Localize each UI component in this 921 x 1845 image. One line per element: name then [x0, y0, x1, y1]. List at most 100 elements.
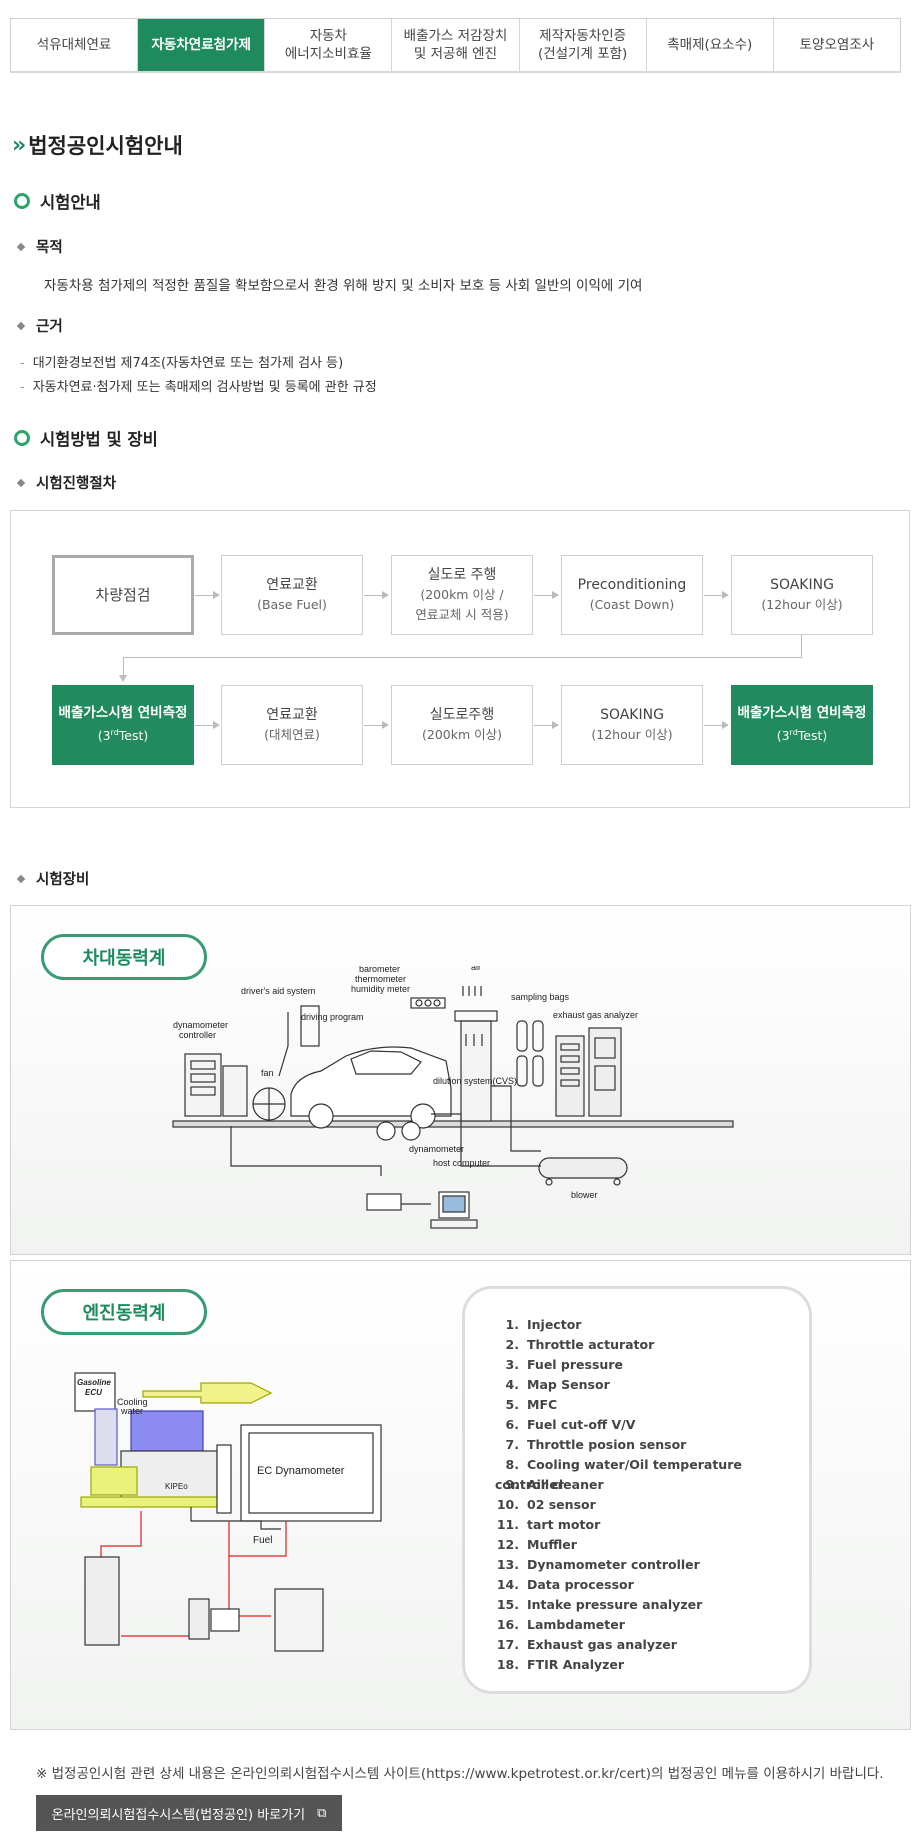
subheading-purpose: 목적	[16, 236, 63, 257]
label-dilution: dilution system(CVS)	[433, 1076, 517, 1086]
flow-step-title: SOAKING	[770, 577, 834, 593]
subheading-text: 시험장비	[36, 872, 90, 888]
arrow-down-icon	[119, 675, 127, 682]
flow-step-sub: (200km 이상)	[421, 727, 502, 742]
flow-connector	[801, 635, 802, 657]
flow-step-title: Preconditioning	[577, 577, 687, 593]
ring-bullet-icon	[14, 193, 30, 209]
flow-step-highlight: 배출가스시험 연비측정(3rdTest)	[731, 685, 873, 765]
flow-step: SOAKING (12hour 이상)	[561, 685, 703, 765]
legend-item: 5.MFC	[505, 1397, 558, 1412]
label-fuel: Fuel	[253, 1535, 272, 1546]
subheading-text: 목적	[36, 240, 63, 256]
label-thermometer: thermometer	[355, 974, 406, 984]
label-ec-dynamometer: EC Dynamometer	[257, 1465, 345, 1477]
tab-catalyst-urea[interactable]: 촉매제(요소수)	[646, 19, 774, 71]
flow-arrow	[704, 721, 729, 729]
flow-step: SOAKING(12hour 이상)	[731, 555, 873, 635]
tab-energy-efficiency[interactable]: 자동차 에너지소비효율	[265, 19, 393, 71]
section-heading-test-method: 시험방법 및 장비	[14, 426, 158, 450]
flow-step-sub: (Coast Down)	[589, 597, 675, 612]
flow-arrow	[364, 721, 389, 729]
flow-step-title: 실도로 주행	[427, 567, 497, 583]
flow-step: 실도로 주행 (200km 이상 / 연료교체 시 적용)	[391, 555, 533, 635]
online-system-link-button[interactable]: 온라인의뢰시험접수시스템(법정공인) 바로가기 ⧉	[36, 1795, 342, 1831]
flow-step-highlight: 배출가스시험 연비측정 (3rdTest)	[52, 685, 194, 765]
legend-item: 8.Cooling water/Oil temperature controll…	[495, 1457, 742, 1492]
flow-arrow	[534, 591, 559, 599]
flow-step: 연료교환(대체연료)	[221, 685, 363, 765]
flow-step-sub: (3rdTest)	[776, 728, 828, 744]
flow-step-title: 연료교환	[266, 707, 318, 723]
page-title: »법정공인시험안내	[12, 130, 183, 160]
legend-item: 4.Map Sensor	[505, 1377, 610, 1392]
label-humidity: humidity meter	[351, 984, 410, 994]
label-dyno-controller-1: dynamometer	[173, 1020, 228, 1030]
footer-note: ※ 법정공인시험 관련 상세 내용은 온라인의뢰시험접수시스템 사이트(http…	[36, 1766, 884, 1782]
tab-petroleum-alt-fuel[interactable]: 석유대체연료	[11, 19, 139, 71]
subheading-text: 시험진행절차	[36, 476, 117, 492]
ring-bullet-icon	[14, 430, 30, 446]
legend-item: 12.Muffler	[496, 1537, 577, 1552]
flow-connector	[123, 657, 802, 658]
tab-soil-contamination[interactable]: 토양오염조사	[773, 19, 900, 71]
chassis-dyno-diagram: driver's aid system barometer thermomete…	[172, 966, 734, 1229]
flow-step-sub: (3rdTest)	[97, 728, 149, 744]
double-chevron-icon: »	[12, 132, 26, 158]
flow-step-title: 배출가스시험 연비측정	[58, 705, 188, 722]
diamond-bullet-icon	[16, 242, 26, 251]
legend-item: 1.Injector	[505, 1317, 582, 1332]
legend-item: 9.Air cleaner	[505, 1477, 604, 1492]
tab-fuel-additive[interactable]: 자동차연료첨가제	[138, 19, 266, 71]
category-tabs: 석유대체연료 자동차연료첨가제 자동차 에너지소비효율 배출가스 저감장치 및 …	[10, 18, 901, 73]
legend-item: 2.Throttle acturator	[505, 1337, 655, 1352]
flow-arrow	[534, 721, 559, 729]
label-dyno: dynamometer	[409, 1144, 464, 1154]
page-title-text: 법정공인시험안내	[28, 134, 183, 158]
flow-step-title: 차량점검	[95, 586, 151, 604]
legend-item: 7.Throttle posion sensor	[505, 1437, 687, 1452]
diamond-bullet-icon	[16, 478, 26, 487]
flow-step-sub: (12hour 이상)	[591, 727, 673, 742]
flow-step-title: SOAKING	[600, 707, 664, 723]
flow-connector	[123, 657, 124, 677]
legend-item: 10.02 sensor	[496, 1497, 596, 1512]
label-water: water	[120, 1406, 143, 1416]
label-barometer: barometer	[359, 966, 400, 974]
equipment-legend: 1.Injector 2.Throttle acturator 3.Fuel p…	[462, 1286, 812, 1694]
label-sampling: sampling bags	[511, 992, 570, 1002]
diamond-bullet-icon	[16, 874, 26, 883]
label-drivers-aid: driver's aid system	[241, 986, 315, 996]
legend-item: 15.Intake pressure analyzer	[496, 1597, 703, 1612]
legend-item: 14.Data processor	[496, 1577, 634, 1592]
label-fan: fan	[261, 1068, 274, 1078]
subheading-basis: 근거	[16, 315, 63, 336]
chassis-dyno-panel: 차대동력계	[10, 905, 911, 1255]
label-gasoline: Gasoline	[77, 1378, 111, 1387]
basis-item: 자동차연료·첨가제 또는 촉매제의 검사방법 및 등록에 관한 규정	[20, 376, 377, 395]
external-link-icon: ⧉	[317, 1805, 327, 1821]
engine-dyno-diagram: Gasoline ECU Cooling water EC Dynamomete…	[74, 1372, 382, 1652]
flow-step: 실도로주행 (200km 이상)	[391, 685, 533, 765]
subheading-equipment: 시험장비	[16, 868, 90, 889]
flow-step-sub: (200km 이상 / 연료교체 시 적용)	[415, 587, 509, 622]
purpose-text: 자동차용 첨가제의 적정한 품질을 확보함으로서 환경 위해 방지 및 소비자 …	[44, 278, 643, 294]
procedure-flowchart: 차량점검 연료교환 (Base Fuel) 실도로 주행 (200km 이상 / 연…	[10, 510, 910, 808]
label-dyno-controller-2: controller	[179, 1030, 216, 1040]
button-label: 온라인의뢰시험접수시스템(법정공인) 바로가기	[51, 1807, 306, 1823]
label-cooling: Cooling	[117, 1397, 148, 1407]
tab-vehicle-certification[interactable]: 제작자동차인증 (건설기계 포함)	[519, 19, 647, 71]
legend-item: 13.Dynamometer controller	[496, 1557, 700, 1572]
label-exhaust-analyzer: exhaust gas analyzer	[553, 1010, 638, 1020]
basis-item: 대기환경보전법 제74조(자동차연료 또는 첨가제 검사 등)	[20, 352, 343, 371]
chassis-dyno-title: 차대동력계	[41, 934, 207, 980]
flow-step-title: 연료교환	[266, 577, 318, 593]
tab-emission-reduction[interactable]: 배출가스 저감장치 및 저공해 엔진	[392, 19, 520, 71]
label-air: air	[471, 966, 481, 972]
label-host-computer: host computer	[433, 1158, 490, 1168]
legend-item: 17.Exhaust gas analyzer	[496, 1637, 677, 1652]
flow-step-title: 실도로주행	[429, 707, 495, 723]
legend-item: 3.Fuel pressure	[505, 1357, 623, 1372]
flow-step-sub: (Base Fuel)	[257, 597, 327, 612]
flow-arrow	[195, 591, 220, 599]
